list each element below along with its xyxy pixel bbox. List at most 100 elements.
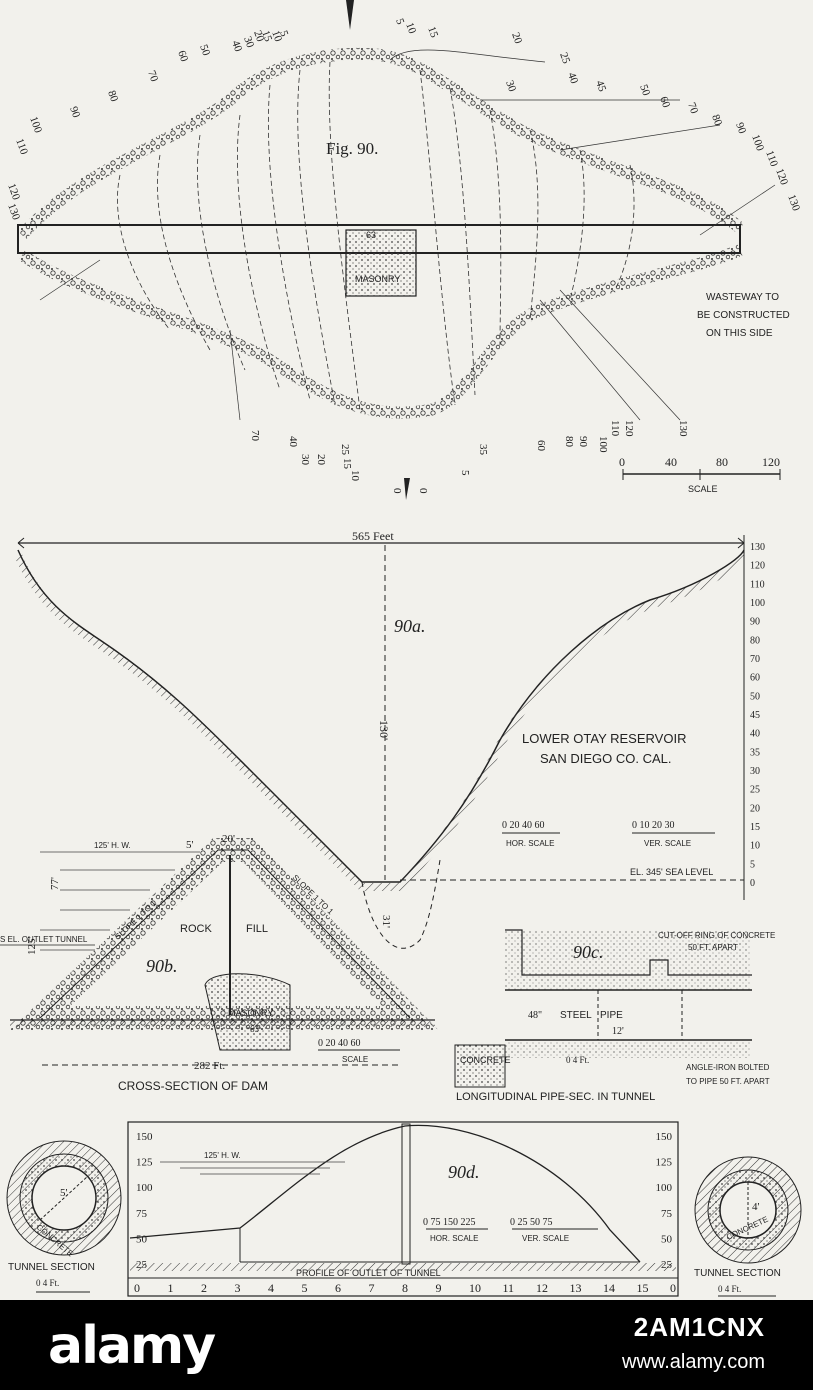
fig90-title: Fig. 90. bbox=[326, 139, 378, 158]
dam-top-width: 20' bbox=[222, 833, 235, 845]
flow-arrow-bottom bbox=[404, 478, 410, 500]
valley-below-label: 31' bbox=[380, 915, 392, 928]
dam-masonry-dim: 63' bbox=[250, 1024, 261, 1034]
axis-90d-left-2: 100 bbox=[136, 1182, 153, 1194]
valley-height-label: 130' bbox=[377, 720, 391, 740]
contour-top-2: 15 bbox=[425, 25, 440, 40]
footer-meta: 2AM1CNX www.alamy.com bbox=[622, 1312, 765, 1374]
contour-top-9: 60 bbox=[657, 95, 672, 110]
contour-bottom-6: 25 bbox=[339, 444, 351, 456]
profile-hor-label: HOR. SCALE bbox=[430, 1234, 478, 1243]
contour-top-0: 5 bbox=[393, 17, 406, 27]
tunnel-section-left: 5' CONCRETE TUNNEL SECTION 0 4 Ft. bbox=[6, 1140, 122, 1293]
right-axis-90a-18: 0 bbox=[750, 878, 755, 889]
contour-top-13: 100 bbox=[749, 133, 766, 153]
contour-left-6: 50 bbox=[197, 43, 212, 58]
axis-90d-bottom-6: 6 bbox=[335, 1281, 341, 1295]
axis-90d-right-2: 100 bbox=[656, 1182, 673, 1194]
contour-left-10: 90 bbox=[67, 105, 82, 120]
ver-scale-label: VER. SCALE bbox=[644, 839, 691, 848]
axis-90d-bottom-2: 2 bbox=[201, 1281, 207, 1295]
contour-top-16: 130 bbox=[785, 193, 802, 213]
dam-height-125: 125' bbox=[26, 937, 38, 956]
contour-bottom-2: 5 bbox=[459, 470, 471, 476]
tunnel-right-caption: TUNNEL SECTION bbox=[694, 1268, 781, 1279]
contour-bottom-9: 40 bbox=[287, 436, 299, 448]
outlet-tunnel-label: S EL. OUTLET TUNNEL bbox=[0, 935, 88, 944]
right-axis-90a-12: 30 bbox=[750, 766, 760, 777]
cutoff-line-1: CUT-OFF RING OF CONCRETE bbox=[658, 931, 775, 940]
right-axis-90a-11: 35 bbox=[750, 747, 760, 758]
tunnel-right-scale: 0 4 Ft. bbox=[718, 1284, 741, 1294]
contour-left-9: 80 bbox=[105, 89, 120, 104]
plan-scale-80: 80 bbox=[716, 455, 728, 469]
right-axis-90a-4: 90 bbox=[750, 617, 760, 628]
pipe-scale: 0 4 Ft. bbox=[566, 1055, 589, 1065]
axis-90d-right-3: 75 bbox=[661, 1208, 673, 1220]
contour-bottom-17: 130 bbox=[677, 420, 689, 437]
angle-line-1: ANGLE-IRON BOLTED bbox=[686, 1063, 770, 1072]
sea-level-label: EL. 345' SEA LEVEL bbox=[630, 867, 713, 877]
axis-90d-bottom-13: 13 bbox=[570, 1281, 582, 1295]
contour-bottom-3: 10 bbox=[349, 470, 361, 482]
contour-left-5: 40 bbox=[229, 39, 244, 54]
dam-scale-label: SCALE bbox=[342, 1055, 368, 1064]
right-axis-90a-14: 20 bbox=[750, 803, 760, 814]
fig90a-valley-section: 565 Feet 130' 31' 90a. LOWER OTAY RESERV… bbox=[14, 529, 765, 949]
dam-scale-ticks: 0 20 40 60 bbox=[318, 1038, 361, 1049]
contour-left-13: 120 bbox=[5, 182, 22, 202]
tunnel-left-dim: 5' bbox=[60, 1187, 68, 1199]
axis-90d-left-0: 150 bbox=[136, 1131, 153, 1143]
pipe-caption: LONGITUDINAL PIPE-SEC. IN TUNNEL bbox=[456, 1091, 655, 1103]
right-axis-90a-13: 25 bbox=[750, 785, 760, 796]
pipe-concrete: CONCRETE bbox=[460, 1055, 511, 1065]
axis-90d-right-0: 150 bbox=[656, 1131, 673, 1143]
dam-top-offset: 5' bbox=[186, 839, 194, 851]
contour-top-5: 30 bbox=[503, 79, 518, 94]
plan-scale: 0 40 80 120 SCALE bbox=[619, 455, 781, 494]
contour-left-2: 15 bbox=[259, 29, 274, 44]
contour-bottom-11: 70 bbox=[249, 430, 261, 442]
tunnel-left-scale: 0 4 Ft. bbox=[36, 1278, 59, 1288]
contour-top-8: 50 bbox=[637, 83, 652, 98]
contour-left-8: 70 bbox=[145, 69, 160, 84]
contour-bottom-10: 60 bbox=[535, 440, 547, 452]
tunnel-left-caption: TUNNEL SECTION bbox=[8, 1262, 95, 1273]
contour-left-12: 110 bbox=[13, 137, 30, 157]
wasteway-line-3: ON THIS SIDE bbox=[706, 328, 773, 339]
tunnel-right-dim: 4' bbox=[752, 1201, 760, 1213]
axis-90d-bottom-8: 8 bbox=[402, 1281, 408, 1295]
footer-url[interactable]: www.alamy.com bbox=[622, 1351, 765, 1373]
dam-base-width: 282 Ft. bbox=[194, 1060, 225, 1072]
angle-line-2: TO PIPE 50 FT. APART bbox=[686, 1077, 770, 1086]
right-axis-90a-15: 15 bbox=[750, 822, 760, 833]
contour-bottom-5: 20 bbox=[315, 454, 327, 466]
cutoff-line-2: 50 FT. APART bbox=[688, 943, 738, 952]
profile-ver-ticks: 0 25 50 75 bbox=[510, 1217, 553, 1228]
hor-scale-ticks: 0 20 40 60 bbox=[502, 820, 545, 831]
right-axis-90a-2: 110 bbox=[750, 579, 765, 590]
contour-top-4: 25 bbox=[557, 51, 572, 66]
plan-scale-40: 40 bbox=[665, 455, 677, 469]
profile-ground bbox=[129, 1124, 641, 1263]
fig90c-label: 90c. bbox=[573, 942, 604, 962]
fig90d-outlet-profile: 125' H. W. 90d. 0 75 150 225 HOR. SCALE … bbox=[127, 1121, 679, 1297]
alamy-logo[interactable]: alamy bbox=[48, 1316, 216, 1376]
axis-90d-bottom-9: 9 bbox=[436, 1281, 442, 1295]
axis-90d-bottom-10: 10 bbox=[469, 1281, 481, 1295]
right-axis-90a-6: 70 bbox=[750, 654, 760, 665]
fig90b-dam-section: 125' H. W. 20' 5' 125' 77' SLOPE 1 TO 1 … bbox=[0, 833, 439, 1093]
axis-90d-bottom-7: 7 bbox=[369, 1281, 375, 1295]
axis-90d-bottom-12: 12 bbox=[536, 1281, 548, 1295]
right-axis-90a-10: 40 bbox=[750, 729, 760, 740]
axis-90d-bottom-16: 0 bbox=[670, 1281, 676, 1295]
profile-hw-label: 125' H. W. bbox=[204, 1151, 241, 1160]
fill-label: FILL bbox=[246, 923, 268, 935]
axis-90d-left-4: 50 bbox=[136, 1233, 148, 1245]
axis-90d-right-1: 125 bbox=[656, 1157, 673, 1169]
